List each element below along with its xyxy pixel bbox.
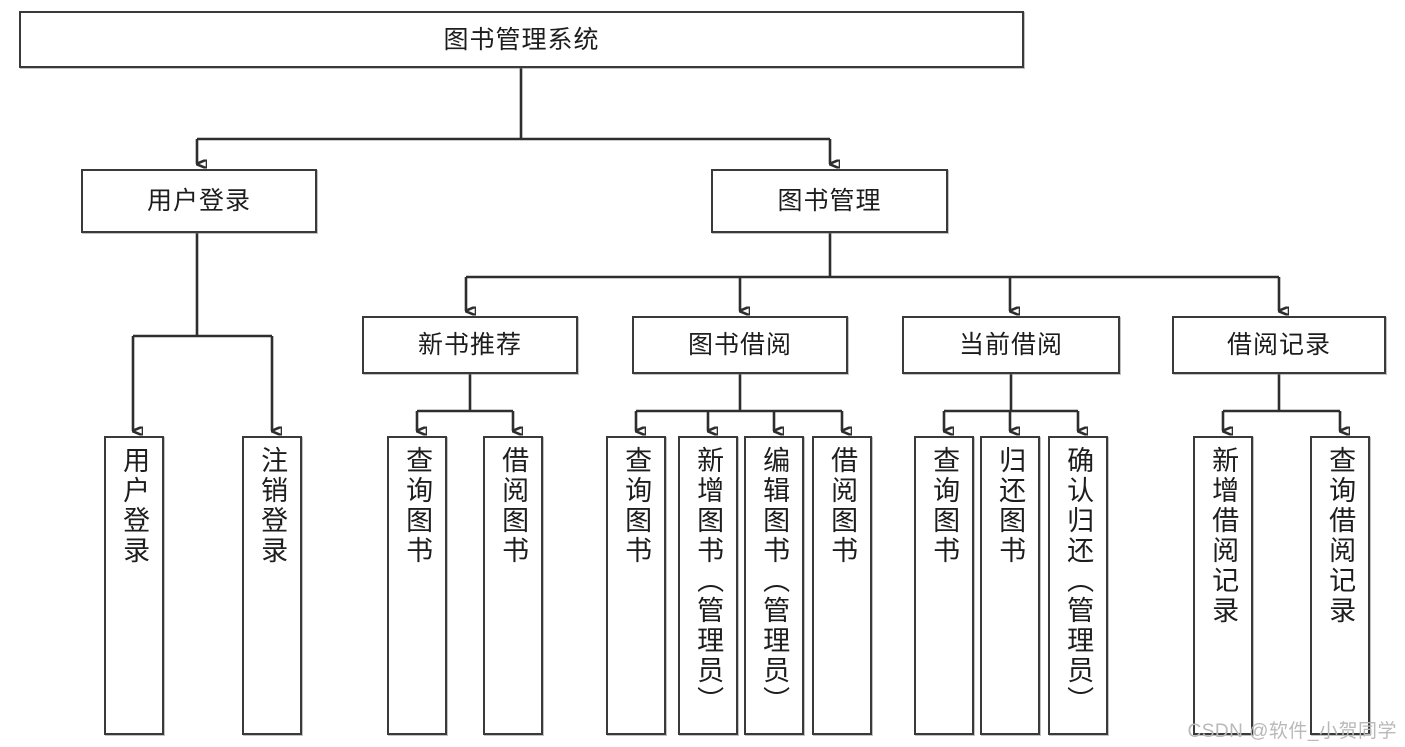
node-book-borrowing[interactable]: 图书借阅 [632, 316, 848, 374]
leaf-query-borrow-record[interactable]: 查询借阅记录 [1310, 436, 1370, 735]
leaf-edit-book-admin[interactable]: 编辑图书（管理员） [744, 436, 804, 735]
node-label: 查询借阅记录 [1325, 446, 1356, 626]
leaf-return-books[interactable]: 归还图书 [980, 436, 1040, 735]
node-user-login[interactable]: 用户登录 [81, 169, 317, 233]
leaf-logout[interactable]: 注销登录 [242, 436, 302, 735]
leaf-query-books-current[interactable]: 查询图书 [914, 436, 974, 735]
node-label: 注销登录 [257, 446, 288, 566]
leaf-query-books-borrowing[interactable]: 查询图书 [606, 436, 666, 735]
node-label: 当前借阅 [958, 331, 1063, 359]
node-label: 查询图书 [402, 446, 433, 566]
node-label: 用户登录 [146, 187, 251, 215]
node-label: 确认归还（管理员） [1063, 446, 1094, 716]
node-label: 新增借阅记录 [1208, 446, 1239, 626]
node-book-management[interactable]: 图书管理 [711, 169, 948, 233]
leaf-user-login[interactable]: 用户登录 [104, 436, 164, 735]
node-label: 借阅图书 [498, 446, 529, 566]
node-root-system[interactable]: 图书管理系统 [19, 11, 1024, 68]
node-new-book-recommendation[interactable]: 新书推荐 [362, 316, 578, 374]
node-label: 用户登录 [119, 446, 150, 566]
leaf-add-book-admin[interactable]: 新增图书（管理员） [678, 436, 738, 735]
leaf-borrow-books[interactable]: 借阅图书 [812, 436, 872, 735]
node-label: 查询图书 [621, 446, 652, 566]
node-label: 图书借阅 [687, 331, 792, 359]
node-label: 查询图书 [929, 446, 960, 566]
watermark-text: CSDN @软件_小贺同学 [1187, 721, 1397, 742]
node-label: 归还图书 [995, 446, 1026, 566]
node-label: 借阅图书 [827, 446, 858, 566]
node-borrow-records[interactable]: 借阅记录 [1172, 316, 1386, 374]
leaf-add-borrow-record[interactable]: 新增借阅记录 [1193, 436, 1253, 735]
node-label: 新书推荐 [417, 331, 522, 359]
node-label: 新增图书（管理员） [693, 446, 724, 716]
leaf-borrow-books-recommendation[interactable]: 借阅图书 [483, 436, 543, 735]
leaf-confirm-return-admin[interactable]: 确认归还（管理员） [1048, 436, 1108, 735]
node-current-borrowing[interactable]: 当前借阅 [902, 316, 1120, 374]
node-label: 图书管理 [777, 187, 882, 215]
node-label: 借阅记录 [1226, 331, 1331, 359]
leaf-query-books-recommendation[interactable]: 查询图书 [387, 436, 447, 735]
node-label: 图书管理系统 [443, 25, 600, 54]
node-label: 编辑图书（管理员） [759, 446, 790, 716]
